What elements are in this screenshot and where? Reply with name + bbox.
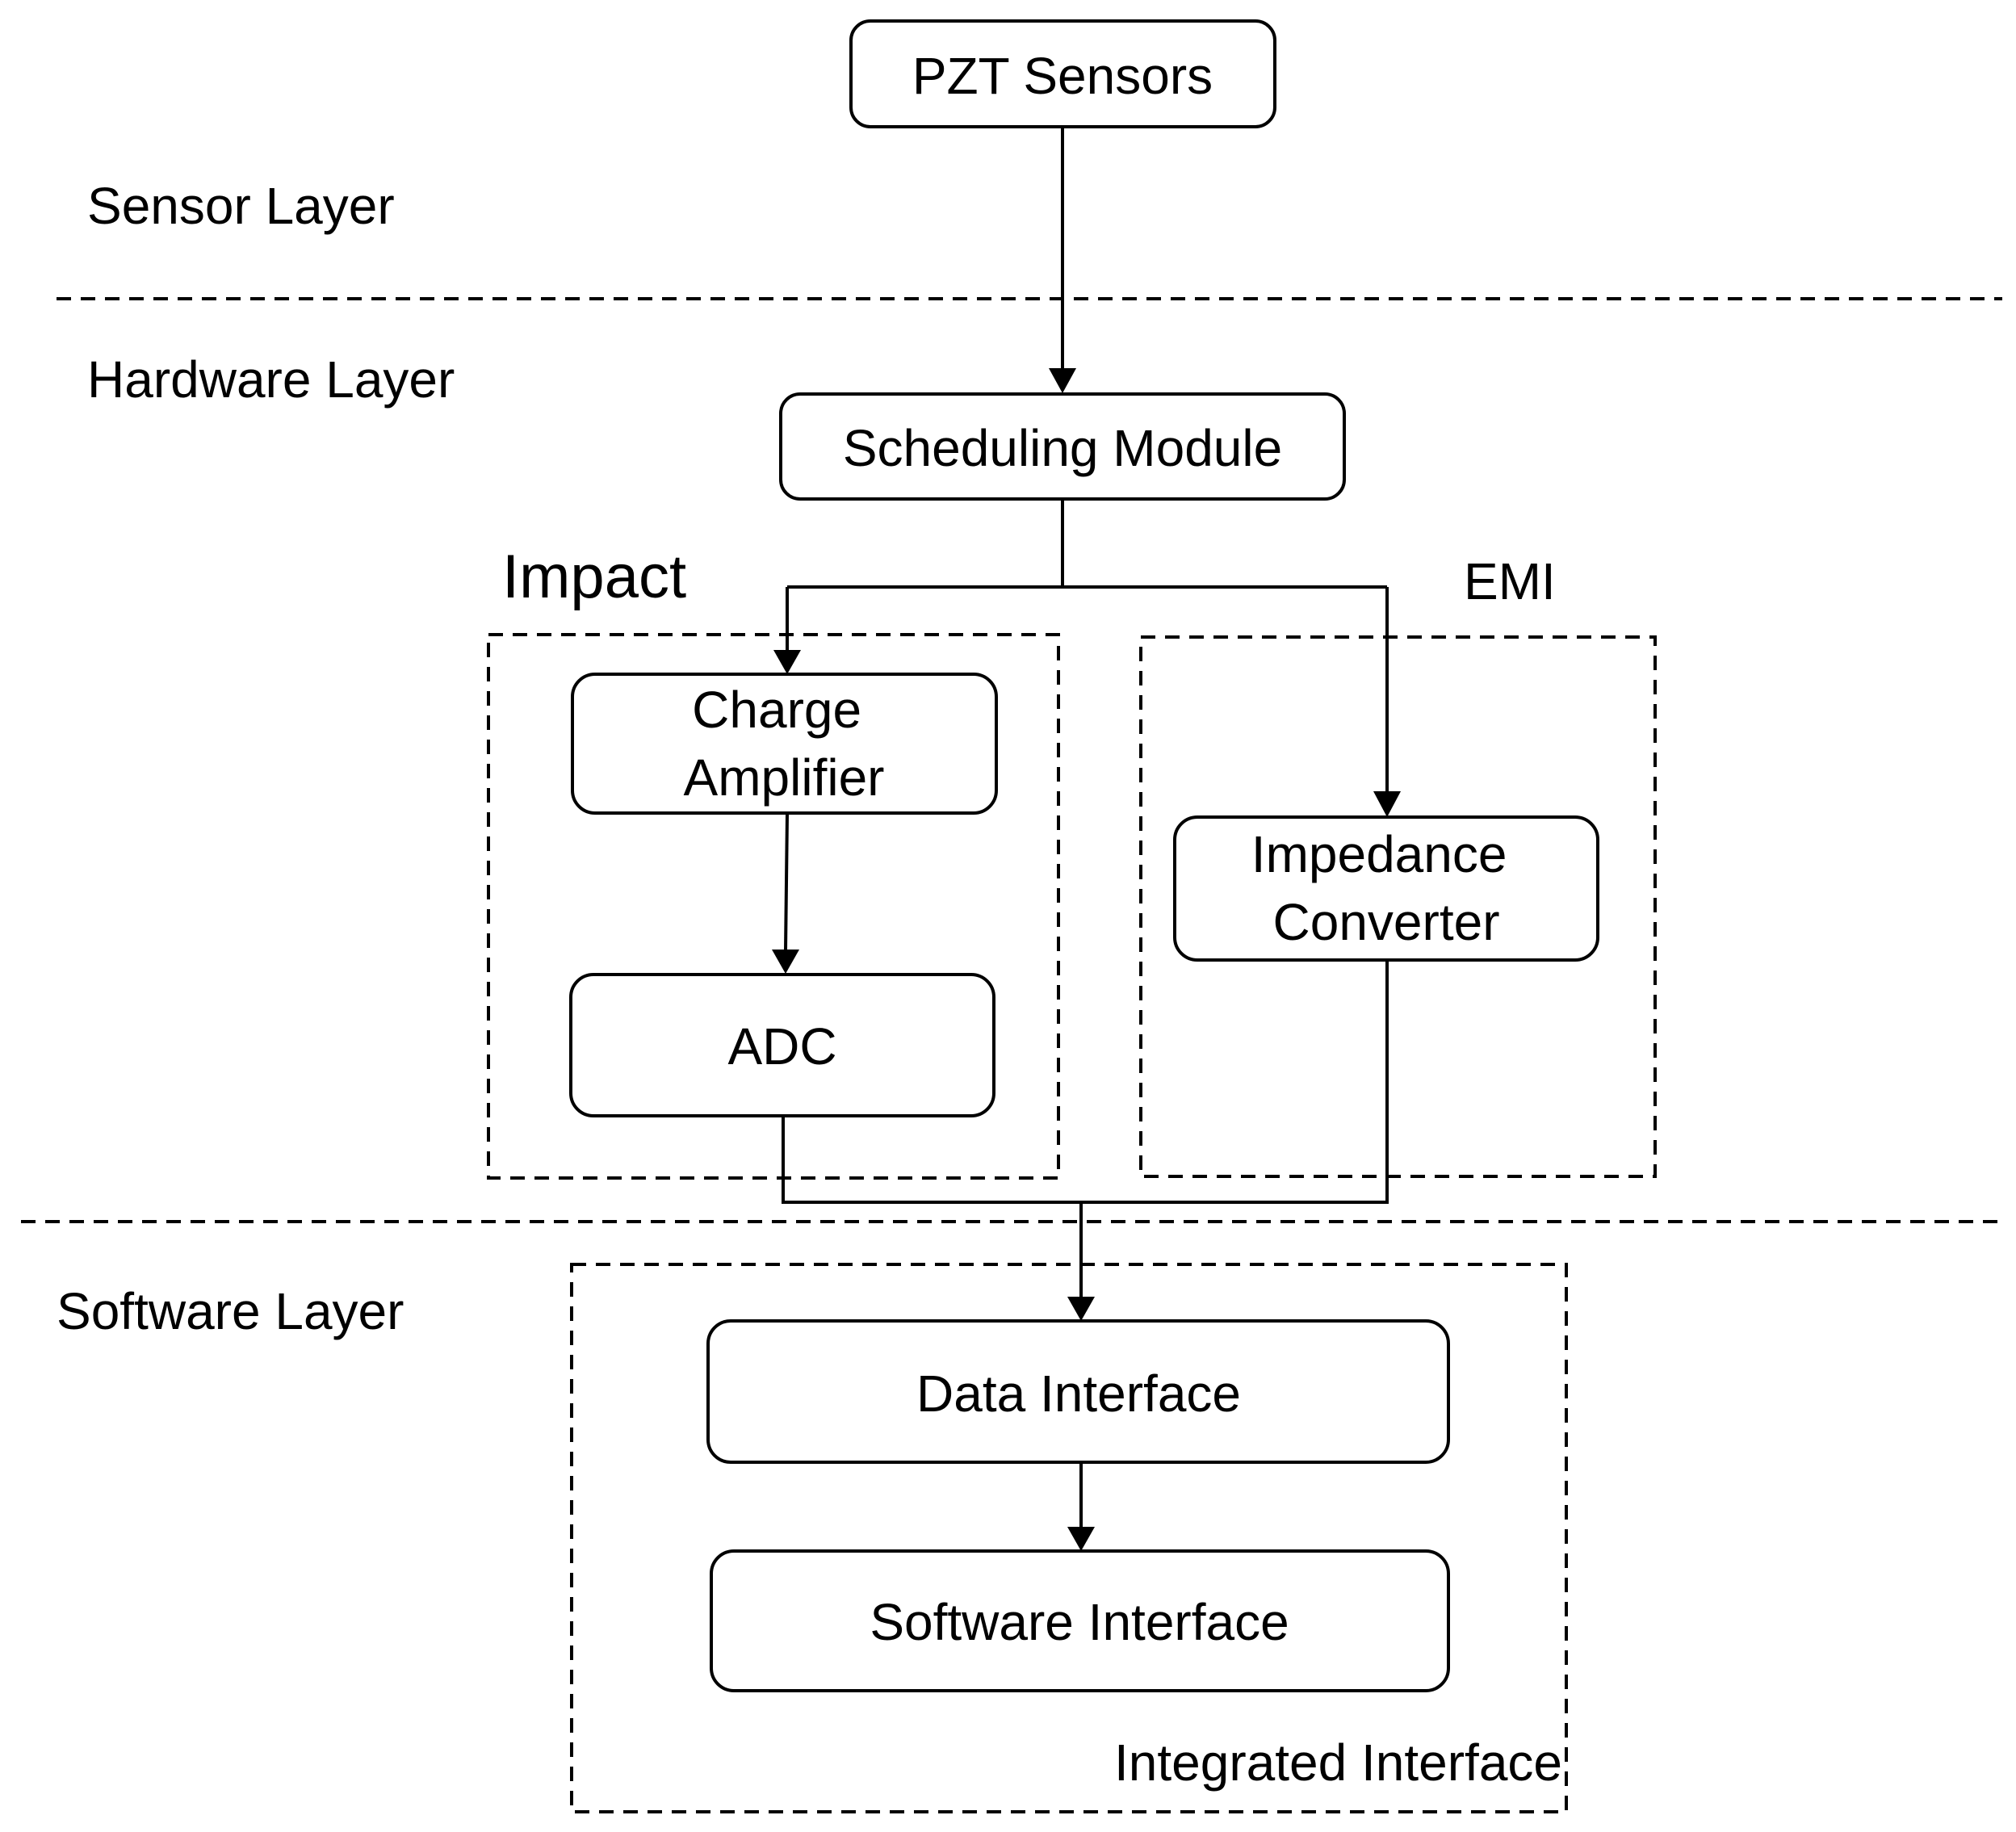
hardware-layer-label: Hardware Layer <box>87 350 455 409</box>
node-adc-label: ADC <box>727 1017 836 1075</box>
arrowhead-software-interface <box>1067 1527 1095 1551</box>
node-software-interface-label: Software Interface <box>870 1593 1289 1651</box>
node-impedance-converter-line-2: Converter <box>1273 893 1500 951</box>
node-charge-amplifier-line-1: Charge <box>692 681 861 739</box>
software-layer-label: Software Layer <box>57 1282 404 1340</box>
integrated-interface-group-label: Integrated Interface <box>1114 1733 1562 1792</box>
arrowhead-scheduling <box>1049 368 1076 393</box>
connectors <box>772 128 1401 1551</box>
node-charge-amplifier: Charge Amplifier <box>571 673 998 815</box>
node-scheduling-module-label: Scheduling Module <box>843 419 1282 477</box>
sensor-layer-label: Sensor Layer <box>87 177 395 235</box>
node-charge-amplifier-label: Charge Amplifier <box>684 681 885 807</box>
arrowhead-adc <box>772 950 799 974</box>
connector-adc-merge <box>782 961 1389 1204</box>
emi-group-label: EMI <box>1464 552 1556 610</box>
integrated-interface-group-box <box>570 1263 1568 1813</box>
emi-group-box <box>1139 635 1657 1178</box>
node-pzt-sensors: PZT Sensors <box>849 19 1276 128</box>
impact-group-label: Impact <box>502 543 686 611</box>
node-adc: ADC <box>569 973 995 1117</box>
node-impedance-converter-label: Impedance Converter <box>1251 825 1521 951</box>
node-impedance-converter-line-1: Impedance <box>1251 825 1507 883</box>
node-impedance-converter: Impedance Converter <box>1173 815 1599 962</box>
node-data-interface: Data Interface <box>706 1319 1450 1464</box>
node-charge-amplifier-line-2: Amplifier <box>684 748 885 807</box>
node-scheduling-module: Scheduling Module <box>779 392 1346 501</box>
connector-charge-to-adc <box>784 813 789 952</box>
arrowhead-charge-amplifier <box>773 650 801 674</box>
node-pzt-sensors-label: PZT Sensors <box>912 47 1213 105</box>
arrowhead-impedance-converter <box>1373 791 1401 817</box>
node-data-interface-label: Data Interface <box>916 1365 1241 1423</box>
node-software-interface: Software Interface <box>710 1549 1450 1692</box>
arrowhead-data-interface <box>1067 1297 1095 1321</box>
